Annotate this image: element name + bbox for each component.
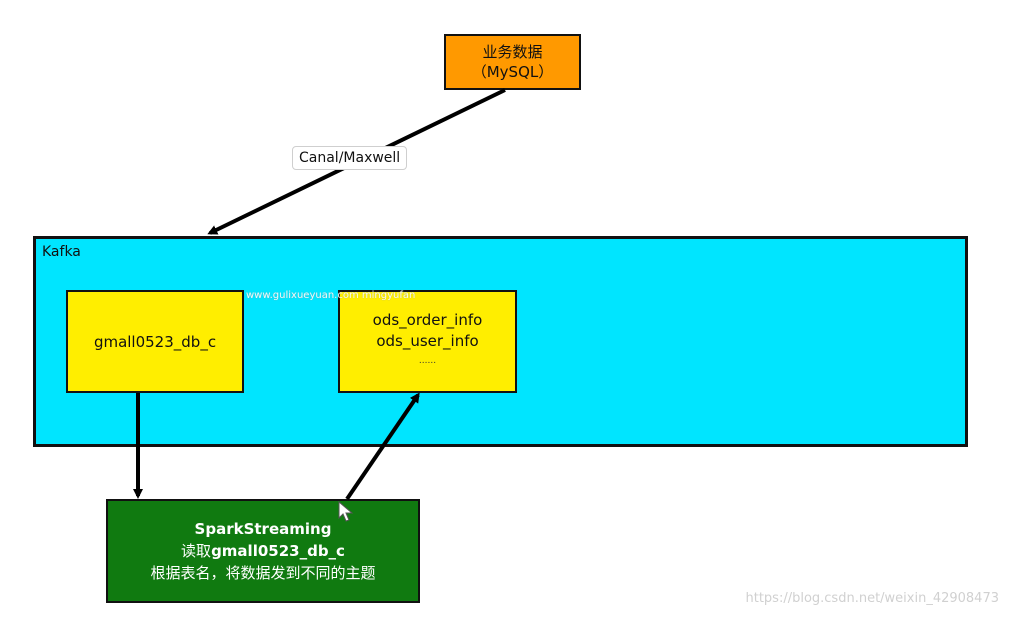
- gmall-topic-label: gmall0523_db_c: [93, 332, 217, 351]
- gmall-topic-box: gmall0523_db_c: [66, 290, 244, 393]
- corner-watermark: https://blog.csdn.net/weixin_42908473: [745, 591, 999, 606]
- ods-more-label: ......: [418, 356, 437, 366]
- spark-read-topic: gmall0523_db_c: [211, 542, 345, 560]
- canal-maxwell-label: Canal/Maxwell: [292, 146, 408, 170]
- spark-route-line: 根据表名，将数据发到不同的主题: [150, 564, 376, 582]
- spark-read-prefix: 读取: [181, 542, 212, 560]
- mouse-cursor-icon: [338, 501, 354, 522]
- spark-title: SparkStreaming: [194, 520, 332, 538]
- kafka-label: Kafka: [42, 244, 81, 260]
- spark-streaming-box: SparkStreaming 读取gmall0523_db_c 根据表名，将数据…: [106, 499, 420, 603]
- mysql-title: 业务数据: [482, 43, 543, 61]
- ods-user-info-label: ods_user_info: [376, 332, 479, 350]
- ods-order-info-label: ods_order_info: [372, 311, 483, 329]
- spark-read-line: 读取gmall0523_db_c: [181, 540, 345, 562]
- center-watermark: www.gulixueyuan.com mingyufan: [246, 290, 416, 301]
- ods-topics-box: ods_order_info ods_user_info ......: [338, 290, 517, 393]
- mysql-subtitle: （MySQL）: [471, 63, 554, 81]
- mysql-source-box: 业务数据 （MySQL）: [444, 34, 581, 90]
- spark-to-ods-arrow: [345, 392, 420, 501]
